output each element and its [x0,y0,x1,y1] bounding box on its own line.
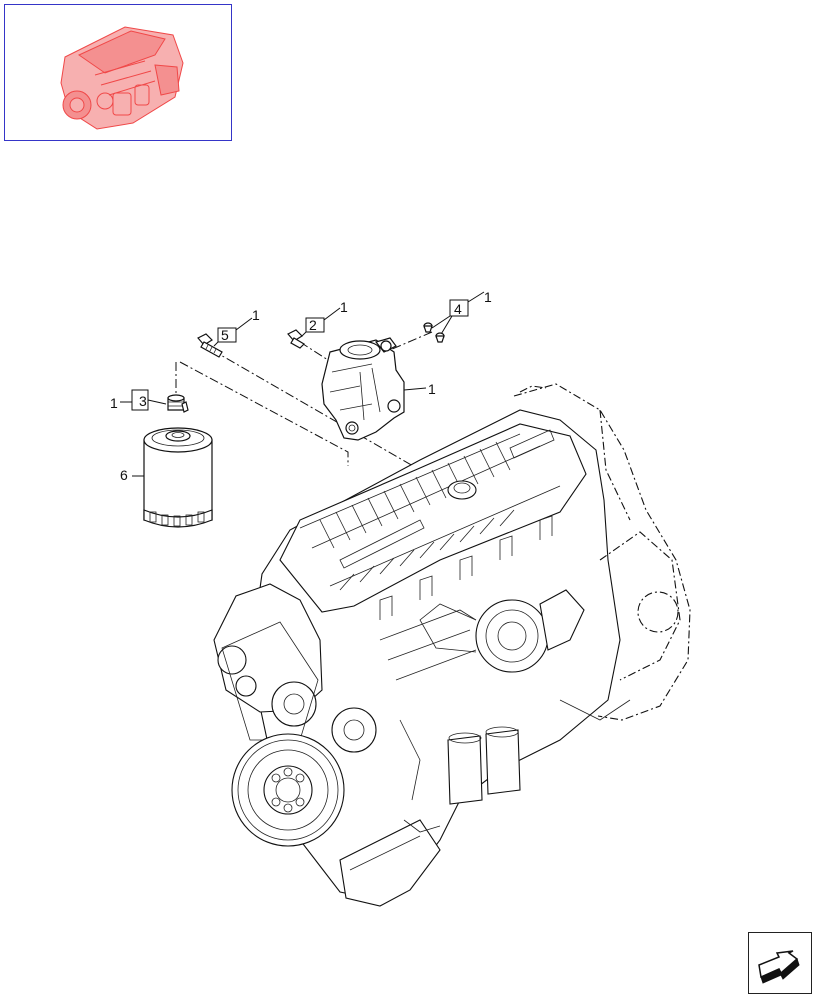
callout-4-ref: 1 [484,289,492,305]
callout-4-number: 4 [454,301,462,317]
callout-4[interactable]: 4 1 [431,289,492,337]
engine-thumbnail-icon [60,26,184,130]
turbocharger [419,589,585,673]
assembly-guides [175,331,433,471]
callout-5-ref: 1 [252,307,260,323]
page-arrow-icon [758,950,800,984]
engine-assembly [213,383,691,907]
callout-2-number: 2 [309,317,317,333]
callout-5-number: 5 [221,327,229,343]
part-5-bolt[interactable] [197,333,223,358]
part-3-nipple[interactable] [167,394,189,413]
callout-1-number: 1 [428,381,436,397]
callout-3[interactable]: 1 3 [110,389,167,411]
callout-3-number: 3 [139,393,147,409]
part-4-studs[interactable] [423,322,445,343]
callout-6-number: 6 [120,467,128,483]
part-1-filter-bracket[interactable] [321,337,405,441]
part-6-filter[interactable] [143,427,213,528]
engine-thumbnail[interactable] [4,4,232,141]
part-2-plug[interactable] [287,329,305,349]
callout-3-ref: 1 [110,395,118,411]
callout-5[interactable]: 5 1 [213,307,260,347]
callout-6[interactable]: 6 [120,467,146,483]
callout-1[interactable]: 1 [403,381,436,397]
crankshaft-damper [231,733,345,847]
next-page-button[interactable] [748,932,812,994]
callout-2-ref: 1 [340,299,348,315]
callout-2[interactable]: 2 1 [301,299,348,337]
